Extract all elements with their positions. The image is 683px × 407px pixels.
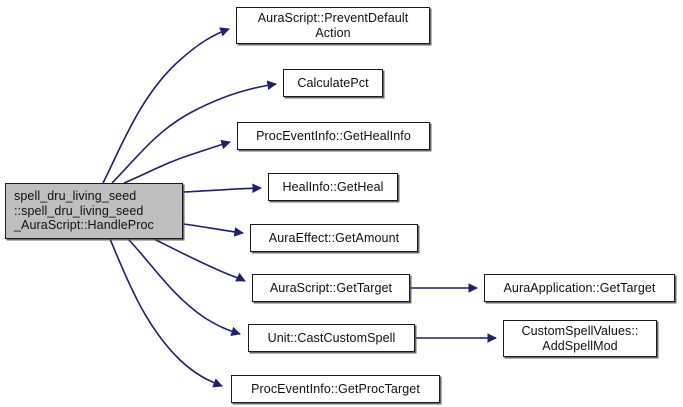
edge-root-cast-custom-spell (127, 238, 241, 337)
graph-node-calculate-pct[interactable]: CalculatePct (283, 69, 383, 97)
graph-node-prevent-default-action[interactable]: AuraScript::PreventDefault Action (236, 7, 430, 44)
graph-node-cast-custom-spell[interactable]: Unit::CastCustomSpell (248, 324, 415, 352)
edge-root-get-proc-target (109, 238, 223, 388)
graph-node-label: Unit::CastCustomSpell (267, 330, 396, 345)
graph-node-get-heal[interactable]: HealInfo::GetHeal (268, 173, 398, 201)
graph-node-label: AuraApplication::GetTarget (503, 280, 656, 295)
edge-root-get-amount (182, 223, 244, 237)
graph-node-label: ProcEventInfo::GetProcTarget (251, 381, 420, 396)
graph-node-label: CustomSpellValues:: AddSpellMod (521, 324, 639, 353)
edge-root-get-heal-info (123, 139, 231, 184)
graph-node-get-proc-target[interactable]: ProcEventInfo::GetProcTarget (231, 375, 440, 403)
graph-node-label: AuraScript::PreventDefault Action (257, 11, 409, 40)
graph-node-label: AuraEffect::GetAmount (268, 230, 400, 245)
graph-node-root[interactable]: spell_dru_living_seed ::spell_dru_living… (5, 183, 183, 239)
graph-node-add-spell-mod[interactable]: CustomSpellValues:: AddSpellMod (503, 320, 657, 357)
graph-node-get-amount[interactable]: AuraEffect::GetAmount (250, 224, 418, 252)
graph-node-get-heal-info[interactable]: ProcEventInfo::GetHealInfo (237, 122, 430, 150)
graph-node-label: HealInfo::GetHeal (282, 179, 384, 194)
graph-node-label: ProcEventInfo::GetHealInfo (256, 128, 411, 143)
graph-node-aurascript-get-target[interactable]: AuraScript::GetTarget (252, 274, 410, 302)
edge-root-prevent-default-action (102, 27, 230, 184)
edge-root-aurascript-get-target (153, 238, 246, 282)
graph-node-auraapplication-get-target[interactable]: AuraApplication::GetTarget (484, 274, 675, 302)
graph-node-label: AuraScript::GetTarget (269, 280, 393, 295)
graph-node-label: spell_dru_living_seed ::spell_dru_living… (14, 189, 154, 233)
edge-root-get-heal (182, 183, 262, 194)
graph-node-label: CalculatePct (297, 75, 369, 90)
